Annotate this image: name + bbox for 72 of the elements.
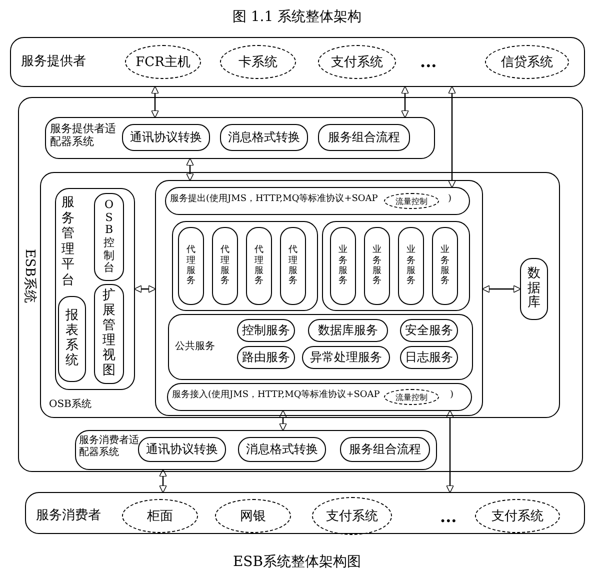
- system-ellipse: 流量控制: [384, 389, 439, 405]
- system-ellipse: 信贷系统: [485, 45, 569, 79]
- double-arrow: [151, 86, 159, 118]
- module-pill: 控制服务: [237, 319, 295, 342]
- double-arrow: [134, 285, 156, 293]
- system-panel: [18, 97, 583, 472]
- module-pill: 业务服务: [432, 227, 458, 305]
- system-ellipse: 流量控制: [384, 193, 439, 209]
- panel-title: ESB系统: [21, 248, 37, 305]
- module-pill: 代理服务: [178, 227, 204, 305]
- system-ellipse: 柜面: [122, 499, 198, 533]
- system-panel: [165, 187, 470, 215]
- module-pill: OSB控制台: [94, 193, 124, 281]
- module-pill: 服务组合流程: [318, 124, 410, 151]
- module-pill: 数据库服务: [308, 319, 388, 342]
- module-pill: 业务服务: [398, 227, 424, 305]
- module-pill: 业务服务: [330, 227, 356, 305]
- system-ellipse: 网银: [215, 499, 291, 533]
- module-pill: 消息格式转换: [238, 437, 326, 462]
- panel-title: 公共服务: [175, 341, 216, 353]
- system-panel: [172, 221, 318, 311]
- module-pill: 扩展管理视图: [94, 284, 124, 384]
- diagram-caption: ESB系统整体架构图: [232, 553, 362, 571]
- panel-title: 服务提出(使用JMS，HTTP,MQ等标准协议+SOAP: [170, 194, 379, 205]
- panel-title: 服务接入(使用JMS，HTTP,MQ等标准协议+SOAP: [172, 390, 381, 401]
- system-ellipse: 支付系统: [475, 499, 560, 533]
- module-pill: 代理服务: [246, 227, 272, 305]
- module-pill: 通讯协议转换: [122, 124, 210, 151]
- double-arrow: [482, 285, 522, 293]
- module-pill: 日志服务: [400, 346, 458, 369]
- system-panel: [167, 383, 472, 411]
- module-pill: 路由服务: [237, 346, 295, 369]
- panel-title: 服务消费者: [36, 508, 102, 524]
- system-ellipse: 支付系统: [312, 497, 392, 535]
- system-panel: [55, 188, 135, 390]
- system-panel: [155, 180, 483, 416]
- module-pill: 业务服务: [364, 227, 390, 305]
- module-pill: 服务组合流程: [340, 437, 430, 462]
- panel-title: 服务提供者适配器系统: [50, 122, 117, 148]
- double-arrow: [279, 410, 287, 432]
- module-pill: 代理服务: [280, 227, 306, 305]
- system-ellipse: 卡系统: [220, 45, 296, 79]
- module-pill: 报表系统: [58, 296, 86, 382]
- double-arrow: [186, 158, 194, 182]
- system-ellipse: 支付系统: [318, 45, 396, 79]
- system-panel: [25, 492, 585, 534]
- system-panel: [40, 172, 560, 418]
- double-arrow: [159, 468, 167, 494]
- double-arrow: [446, 410, 454, 494]
- module-pill: 消息格式转换: [220, 124, 308, 151]
- ellipsis-text: ...: [420, 52, 437, 71]
- double-arrow: [401, 86, 409, 118]
- system-panel: [10, 37, 585, 87]
- bracket-text: ): [448, 194, 453, 205]
- panel-title: OSB系统: [49, 399, 92, 411]
- system-panel: [75, 430, 437, 470]
- system-panel: [322, 221, 470, 311]
- system-ellipse: FCR主机: [125, 45, 201, 79]
- double-arrow: [448, 86, 456, 188]
- module-pill: 异常处理服务: [302, 346, 390, 369]
- system-panel: [45, 117, 435, 159]
- system-panel: [168, 314, 473, 380]
- module-pill: 通讯协议转换: [138, 437, 226, 462]
- diagram-title: 图 1.1 系统整体架构: [231, 8, 363, 26]
- module-pill: 数据库: [520, 258, 548, 320]
- panel-title: 服务提供者: [21, 54, 87, 70]
- module-pill: 安全服务: [400, 319, 458, 342]
- panel-title: 服务管理平台: [60, 195, 76, 289]
- panel-title: 服务消费者适配器系统: [79, 435, 140, 459]
- module-pill: 代理服务: [212, 227, 238, 305]
- bracket-text: ): [450, 390, 455, 401]
- ellipsis-text: ...: [440, 507, 457, 526]
